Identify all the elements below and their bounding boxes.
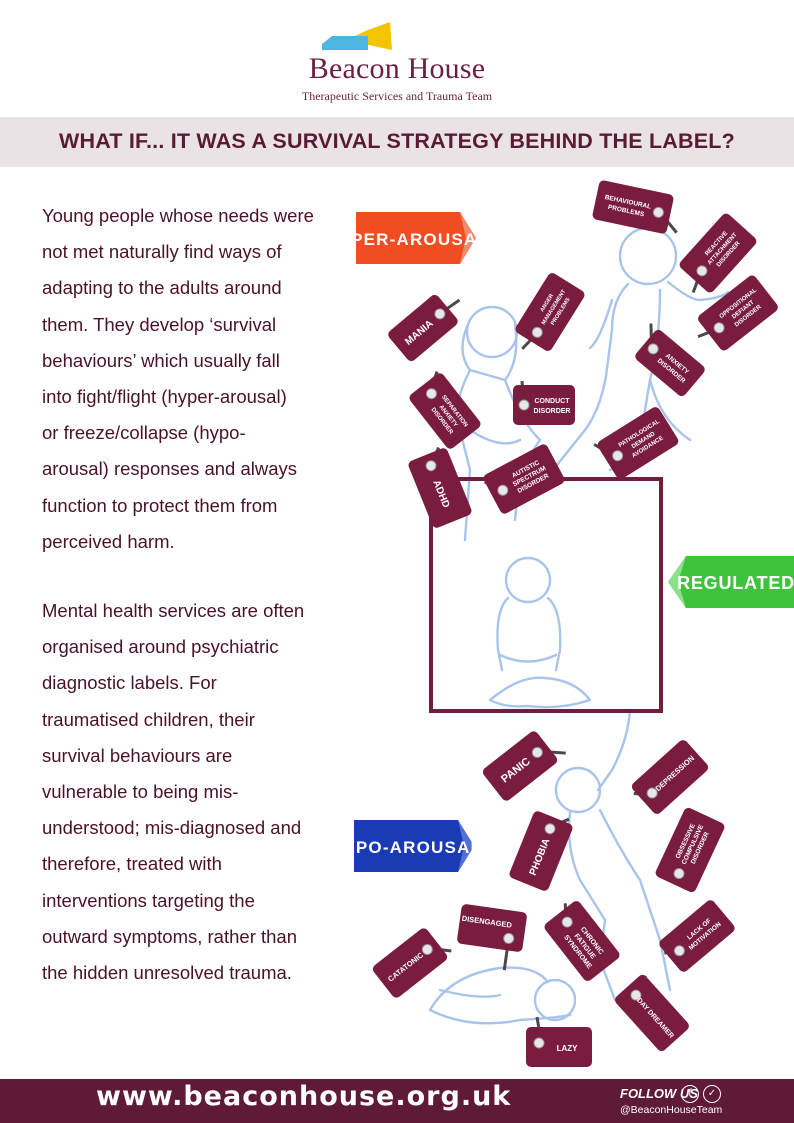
- beacon-logo-icon: [322, 22, 392, 50]
- paragraph-line: arousal) responses and always: [42, 458, 298, 480]
- twitter-icon[interactable]: ✓: [703, 1085, 721, 1103]
- lying-figure: [428, 966, 577, 1025]
- tag-anxiety-disorder: ANXIETY DISORDER: [635, 323, 705, 397]
- tag-lazy: LAZY: [526, 1016, 592, 1067]
- tag-behavioural-problems: BEHAVIOURAL PROBLEMS: [592, 180, 678, 234]
- tag-label: DISORDER: [534, 408, 571, 415]
- paragraph-line: vulnerable to being mis-: [42, 781, 239, 803]
- paragraph-line: into fight/flight (hyper-arousal): [42, 386, 287, 408]
- tag-oppositional-defiant: OPPOSITIONAL DEFIANT DISORDER: [697, 275, 778, 351]
- paragraph-line: therefore, treated with: [42, 853, 222, 875]
- paragraph-line: adapting to the adults around: [42, 277, 282, 299]
- regulated-banner: REGULATED: [668, 556, 794, 608]
- hypo-arousal-banner: HYPO-AROUSAL: [340, 820, 482, 872]
- website-link[interactable]: www.beaconhouse.org.uk: [96, 1081, 512, 1112]
- tag-phobia: PHOBIA: [509, 811, 573, 891]
- tag-autistic-spectrum: AUTISTIC SPECTRUM DISORDER: [483, 444, 565, 514]
- tag-pathological-demand: PATHOLOGICAL DEMAND AVOIDANCE: [593, 407, 679, 479]
- paragraph-line: interventions targeting the: [42, 889, 255, 911]
- logo-name: Beacon House: [308, 52, 486, 85]
- tag-panic: PANIC: [482, 731, 566, 801]
- facebook-icon[interactable]: f: [681, 1085, 699, 1103]
- paragraph-line: understood; mis-diagnosed and: [42, 817, 302, 839]
- logo-subtitle: Therapeutic Services and Trauma Team: [301, 89, 493, 103]
- sitting-figure: [488, 556, 592, 709]
- tag-conduct-disorder: CONDUCT DISORDER: [513, 380, 575, 425]
- paragraph-line: not met naturally find ways of: [42, 241, 282, 263]
- tag-disengaged: DISENGAGED: [457, 904, 527, 971]
- intro-paragraph: Young people whose needs were not met na…: [42, 198, 342, 560]
- tag-chronic-fatigue: CHRONIC FATIGUE SYNDROME: [544, 901, 620, 981]
- paragraph-line: the hidden unresolved trauma.: [42, 962, 292, 984]
- title-band: WHAT IF... IT WAS A SURVIVAL STRATEGY BE…: [0, 117, 794, 167]
- tag-mania: MANIA: [388, 294, 461, 362]
- tag-obsessive-compulsive: OBSESSIVE COMPULSIVE DISORDER: [655, 807, 725, 893]
- tag-label: CONDUCT: [535, 398, 571, 405]
- tag-label: LAZY: [557, 1044, 579, 1053]
- paragraph-line: diagnostic labels. For: [42, 672, 217, 694]
- regulated-label: REGULATED: [677, 573, 794, 593]
- social-handle: @BeaconHouseTeam: [620, 1104, 723, 1116]
- paragraph-line: or freeze/collapse (hypo-: [42, 422, 246, 444]
- tag-catatonic: CATATONIC: [372, 928, 452, 998]
- paragraph-line: traumatised children, their: [42, 708, 255, 730]
- tag-reactive-attachment: REACTIVE ATTACHMENT DISORDER: [679, 213, 757, 294]
- footer: www.beaconhouse.org.uk FOLLOW US f ✓ @Be…: [0, 1079, 794, 1123]
- paragraph-line: perceived harm.: [42, 530, 175, 552]
- paragraph-line: Young people whose needs were: [42, 205, 314, 226]
- paragraph-line: outward symptoms, rather than: [42, 925, 297, 947]
- hypo-arousal-label: HYPO-AROUSAL: [340, 838, 482, 857]
- arousal-illustration: .fig { fill: none; stroke: #a9c4ea; stro…: [340, 180, 794, 1067]
- hyper-arousal-banner: HYPER-AROUSAL: [340, 212, 489, 264]
- paragraph-line: behaviours’ which usually fall: [42, 349, 280, 371]
- tag-adhd: ADHD: [408, 446, 472, 528]
- services-paragraph: Mental health services are often organis…: [42, 593, 342, 991]
- tag-lack-of-motivation: LACK OF MOTIVATION: [659, 900, 735, 972]
- paragraph-line: them. They develop ‘survival: [42, 313, 277, 335]
- paragraph-line: Mental health services are often: [42, 600, 305, 621]
- hyper-arousal-label: HYPER-AROUSAL: [340, 230, 489, 249]
- paragraph-line: function to protect them from: [42, 494, 278, 516]
- tag-depression: DEPRESSION: [631, 740, 709, 814]
- page-title: WHAT IF... IT WAS A SURVIVAL STRATEGY BE…: [59, 129, 735, 153]
- follow-us-label: FOLLOW US: [620, 1086, 698, 1101]
- header: Beacon House Therapeutic Services and Tr…: [0, 0, 794, 117]
- tag-day-dreamer: DAY DREAMER: [615, 974, 689, 1052]
- tag-separation-anxiety: SEPARATION ANXIETY DISORDER: [409, 371, 481, 449]
- tag-anger-management: ANGER MANAGEMENT PROBLEMS: [515, 273, 585, 351]
- paragraph-line: survival behaviours are: [42, 744, 233, 766]
- paragraph-line: organised around psychiatric: [42, 636, 279, 658]
